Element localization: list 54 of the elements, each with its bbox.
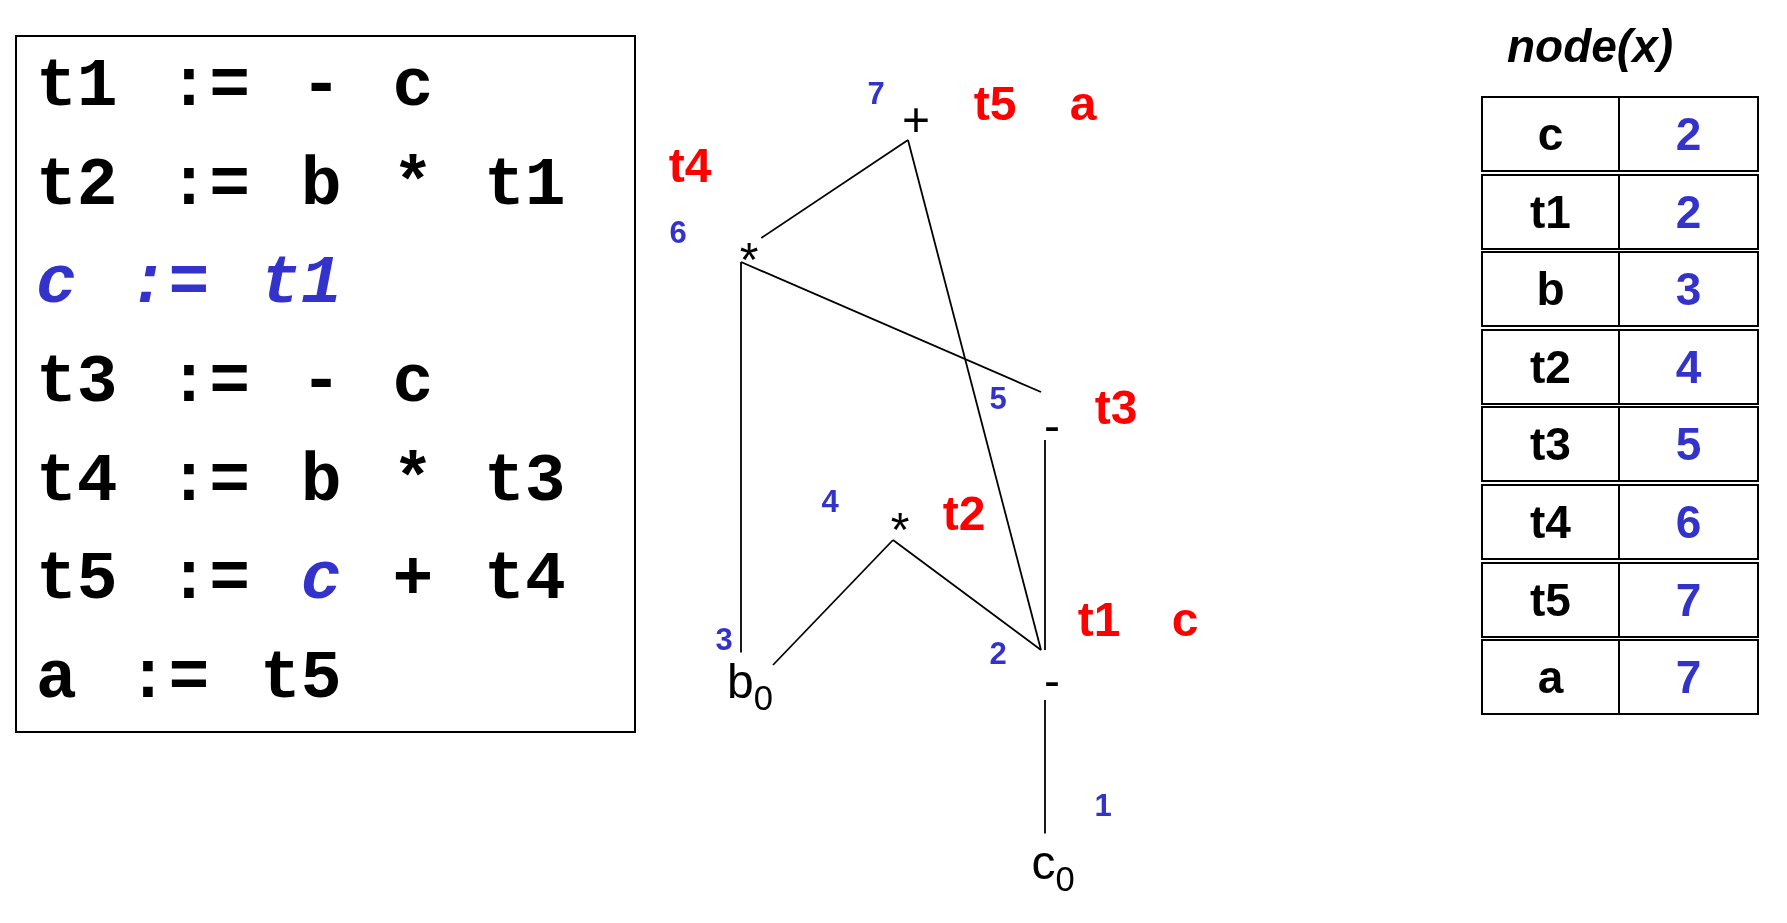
variable-label: t5 (973, 85, 1017, 124)
node-number-cell: 5 (1620, 406, 1759, 483)
dag-edge (892, 539, 1042, 651)
leaf-variable: c$_{0}$ (1031, 833, 1075, 892)
leaf-variable: b$_{0}$ (727, 652, 773, 711)
variable-cell: t1 (1481, 173, 1620, 250)
node-number: 4 (821, 489, 839, 515)
code-line: a := t5 (36, 645, 342, 714)
node-number-cell: 2 (1620, 173, 1759, 250)
variable-label: t4 (668, 147, 712, 186)
code-line: t2 := b * t1 (36, 151, 566, 220)
operator-symbol: + (899, 102, 933, 140)
variable-cell: t4 (1481, 484, 1620, 560)
code-line: t3 := - c (36, 349, 434, 417)
variable-cell: c (1481, 96, 1620, 172)
variable-cell: t5 (1481, 561, 1620, 638)
operator-symbol: - (1041, 392, 1063, 440)
dag-edge (760, 139, 909, 239)
code-block (15, 35, 636, 733)
node-number: 3 (715, 627, 733, 653)
variable-cell: t2 (1481, 328, 1620, 405)
variable-cell: b (1481, 251, 1620, 328)
variable-label: a (1069, 85, 1097, 124)
variable-cell: a (1481, 639, 1620, 716)
code-line: t1 := - c (36, 52, 434, 121)
node-number: 7 (867, 81, 885, 107)
dag-edge (740, 261, 1042, 393)
node-number-cell: 2 (1620, 96, 1759, 172)
dag-edge (772, 539, 894, 666)
node-number: 6 (669, 220, 687, 246)
code-line: t5 := c + t4 (36, 546, 566, 615)
node-number-cell: 7 (1620, 561, 1759, 638)
node-number: 1 (1094, 793, 1112, 819)
dag-edge (907, 139, 1042, 651)
operator-symbol: * (736, 238, 762, 262)
variable-label: t1 (1077, 601, 1121, 640)
node-number-cell: 7 (1620, 639, 1759, 716)
code-line: t4 := b * t3 (36, 447, 566, 516)
node-number-cell: 3 (1620, 251, 1759, 328)
variable-label: t2 (942, 495, 986, 534)
dag-edge (1044, 439, 1046, 651)
dag-edge (1044, 699, 1046, 835)
variable-label: c (1171, 601, 1199, 640)
operator-symbol: * (887, 505, 913, 540)
node-number-cell: 6 (1620, 484, 1759, 560)
code-line: c := t1 (36, 250, 342, 319)
dag-edge (740, 261, 742, 654)
node-number: 2 (989, 641, 1007, 667)
variable-label: t3 (1094, 389, 1138, 428)
node-number-cell: 4 (1620, 328, 1759, 405)
operator-symbol: - (1041, 650, 1063, 700)
table-heading: node(x) (1506, 23, 1674, 70)
node-number: 5 (989, 386, 1007, 412)
variable-cell: t3 (1481, 406, 1620, 483)
